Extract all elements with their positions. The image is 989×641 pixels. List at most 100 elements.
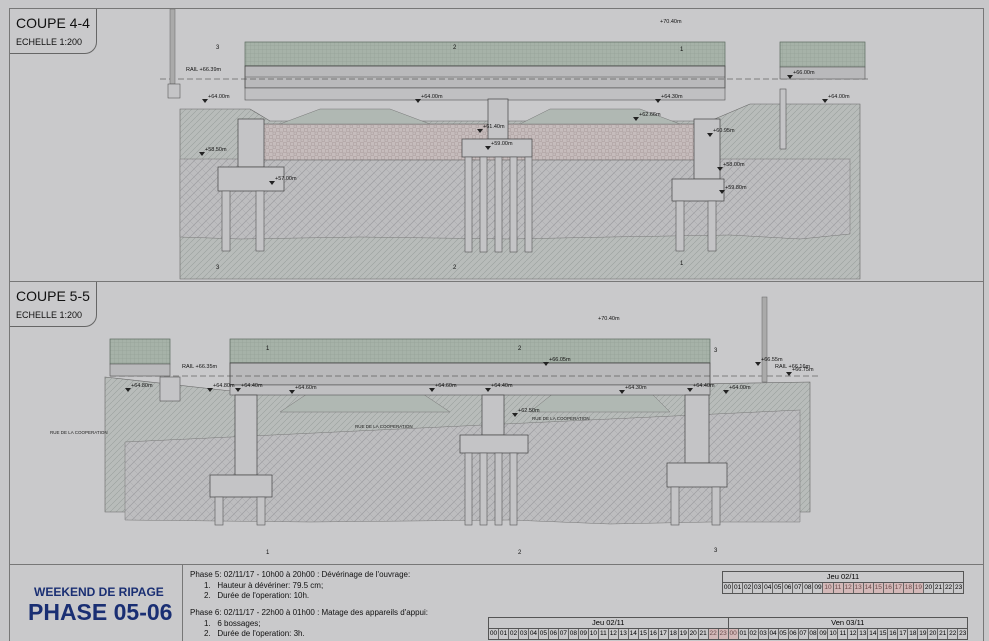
schedule-hour-cell: 13 — [859, 629, 869, 639]
s1-level-marker — [719, 190, 725, 194]
schedule-hour-cell: 06 — [549, 629, 559, 639]
s2-level-label: +66.55m — [761, 357, 783, 363]
schedule-hour-cell: 07 — [799, 629, 809, 639]
schedule-hour-cell: 23 — [718, 629, 729, 639]
s1-level-label: +59.00m — [491, 141, 513, 147]
catenary-pole — [169, 9, 176, 85]
embankment-right — [519, 108, 681, 125]
schedule-hour-cell: 11 — [833, 583, 844, 593]
schedule-hour-cell: 14 — [869, 629, 879, 639]
schedule-hour-cell: 18 — [909, 629, 919, 639]
center-pier — [487, 98, 509, 140]
street-note-right: RUE DE LA COOPERATION — [532, 416, 590, 421]
s2-level-marker — [619, 390, 625, 394]
schedule-hour-cell: 22 — [949, 629, 959, 639]
phase5-title: Phase 5: 02/11/17 - 10h00 à 20h00 : Dévé… — [190, 570, 411, 579]
schedule-hour-cell: 20 — [689, 629, 699, 639]
schedule-hour-cell: 16 — [649, 629, 659, 639]
section-5-5-drawing: +64.80m+64.80m+64.40m+64.60m+64.60m+64.4… — [50, 296, 820, 556]
s1-level-label: +66.00m — [793, 70, 815, 76]
schedule-hour-cell: 08 — [569, 629, 579, 639]
right-pier-2 — [684, 394, 710, 464]
right-pier — [693, 118, 721, 180]
schedule-phase6-day2: Ven 03/11 — [831, 618, 865, 627]
schedule-hour-cell: 07 — [559, 629, 569, 639]
section-4-4-tab: COUPE 4-4 ECHELLE 1:200 — [10, 9, 97, 54]
s2-level-marker — [289, 390, 295, 394]
section-5-5-title: COUPE 5-5 — [16, 288, 90, 304]
s2-level-label: +64.60m — [295, 385, 317, 391]
schedule-hour-cell: 14 — [629, 629, 639, 639]
schedule-hour-cell: 06 — [784, 583, 794, 593]
rail-level-label: RAIL +66.39m — [186, 67, 222, 73]
phase5-item-1: 1. Hauteur à dévériner: 79.5 cm; — [204, 581, 324, 590]
s2-level-marker — [687, 388, 693, 392]
rail-level-right-label: RAIL +66.16m — [775, 364, 811, 370]
top-level-label-2: +70.40m — [598, 316, 620, 322]
schedule-hour-cell: 16 — [889, 629, 899, 639]
schedule-hour-cell: 07 — [794, 583, 804, 593]
title-block: WEEKEND DE RIPAGE PHASE 05-06 Phase 5: 0… — [9, 564, 984, 641]
schedule-hour-cell: 14 — [863, 583, 874, 593]
section-4-4-drawing: +64.00m+64.00m+64.30m+64.00m+66.00m+61.4… — [160, 9, 870, 280]
s2-level-label: +64.00m — [729, 385, 751, 391]
s2-level-marker — [755, 362, 761, 366]
schedule-hour-cell: 15 — [639, 629, 649, 639]
schedule-hour-cell: 11 — [838, 629, 849, 639]
schedule-hour-cell: 21 — [699, 629, 709, 639]
marker-2-bottom-2: 2 — [518, 550, 522, 556]
marker-3-bottom: 3 — [216, 265, 220, 271]
schedule-hour-cell: 22 — [944, 583, 955, 593]
schedule-hour-cell: 00 — [728, 629, 739, 639]
schedule-hour-cell: 11 — [599, 629, 609, 639]
schedule-hour-cell: 04 — [764, 583, 774, 593]
piles-group-2 — [159, 376, 721, 526]
s2-level-label: +64.80m — [213, 383, 235, 389]
schedule-hour-cell: 01 — [733, 583, 744, 593]
phase5-item-2: 2. Durée de l'operation: 10h. — [204, 591, 310, 600]
marker-3-top-2: 3 — [714, 348, 718, 354]
marker-1-bottom-2: 1 — [266, 550, 270, 556]
schedule-hour-cell: 02 — [509, 629, 519, 639]
schedule-hour-cell: 19 — [913, 583, 924, 593]
piles-group — [221, 88, 787, 253]
s2-level-label: +62.50m — [518, 408, 540, 414]
s2-level-label: +64.30m — [625, 385, 647, 391]
schedule-hour-cell: 13 — [619, 629, 629, 639]
deck-slab-2 — [229, 362, 711, 386]
s2-level-marker — [512, 413, 518, 417]
marker-3-top: 3 — [216, 45, 220, 51]
top-level-label: +70.40m — [660, 19, 682, 25]
schedule-hour-cell: 17 — [893, 583, 904, 593]
schedule-hour-cell: 12 — [849, 629, 859, 639]
s1-level-label: +62.66m — [639, 112, 661, 118]
s2-level-label: +64.40m — [693, 383, 715, 389]
s2-level-marker — [235, 388, 241, 392]
schedule-phase5-day: Jeu 02/11 — [723, 572, 963, 583]
s2-level-marker — [429, 388, 435, 392]
phase6-item-2: 2. Durée de l'operation: 3h. — [204, 629, 305, 638]
marker-2-bottom: 2 — [453, 265, 457, 271]
marker-2-top: 2 — [453, 45, 457, 51]
s2-level-marker — [723, 390, 729, 394]
schedule-hour-cell: 20 — [924, 583, 934, 593]
section-5-5-panel: +64.80m+64.80m+64.40m+64.60m+64.60m+64.4… — [9, 281, 984, 565]
embankment-left — [279, 108, 431, 125]
marker-2-top-2: 2 — [518, 346, 522, 352]
left-pier — [237, 118, 265, 168]
s1-level-marker — [655, 99, 661, 103]
schedule-hour-cell: 10 — [823, 583, 834, 593]
schedule-hour-cell: 18 — [903, 583, 914, 593]
street-note-left: RUE DE LA COOPERATION — [50, 430, 108, 435]
s2-level-marker — [485, 388, 491, 392]
schedule-hour-cell: 02 — [744, 583, 754, 593]
s1-level-label: +59.80m — [725, 185, 747, 191]
s1-level-label: +64.30m — [661, 94, 683, 100]
s2-level-label: +64.80m — [131, 383, 153, 389]
section-4-4-panel: +64.00m+64.00m+64.30m+64.00m+66.00m+61.4… — [9, 8, 984, 282]
s2-level-marker — [786, 372, 792, 376]
schedule-hour-cell: 21 — [939, 629, 949, 639]
schedule-hour-cell: 17 — [899, 629, 909, 639]
section-5-5-scale: ECHELLE 1:200 — [16, 310, 83, 320]
